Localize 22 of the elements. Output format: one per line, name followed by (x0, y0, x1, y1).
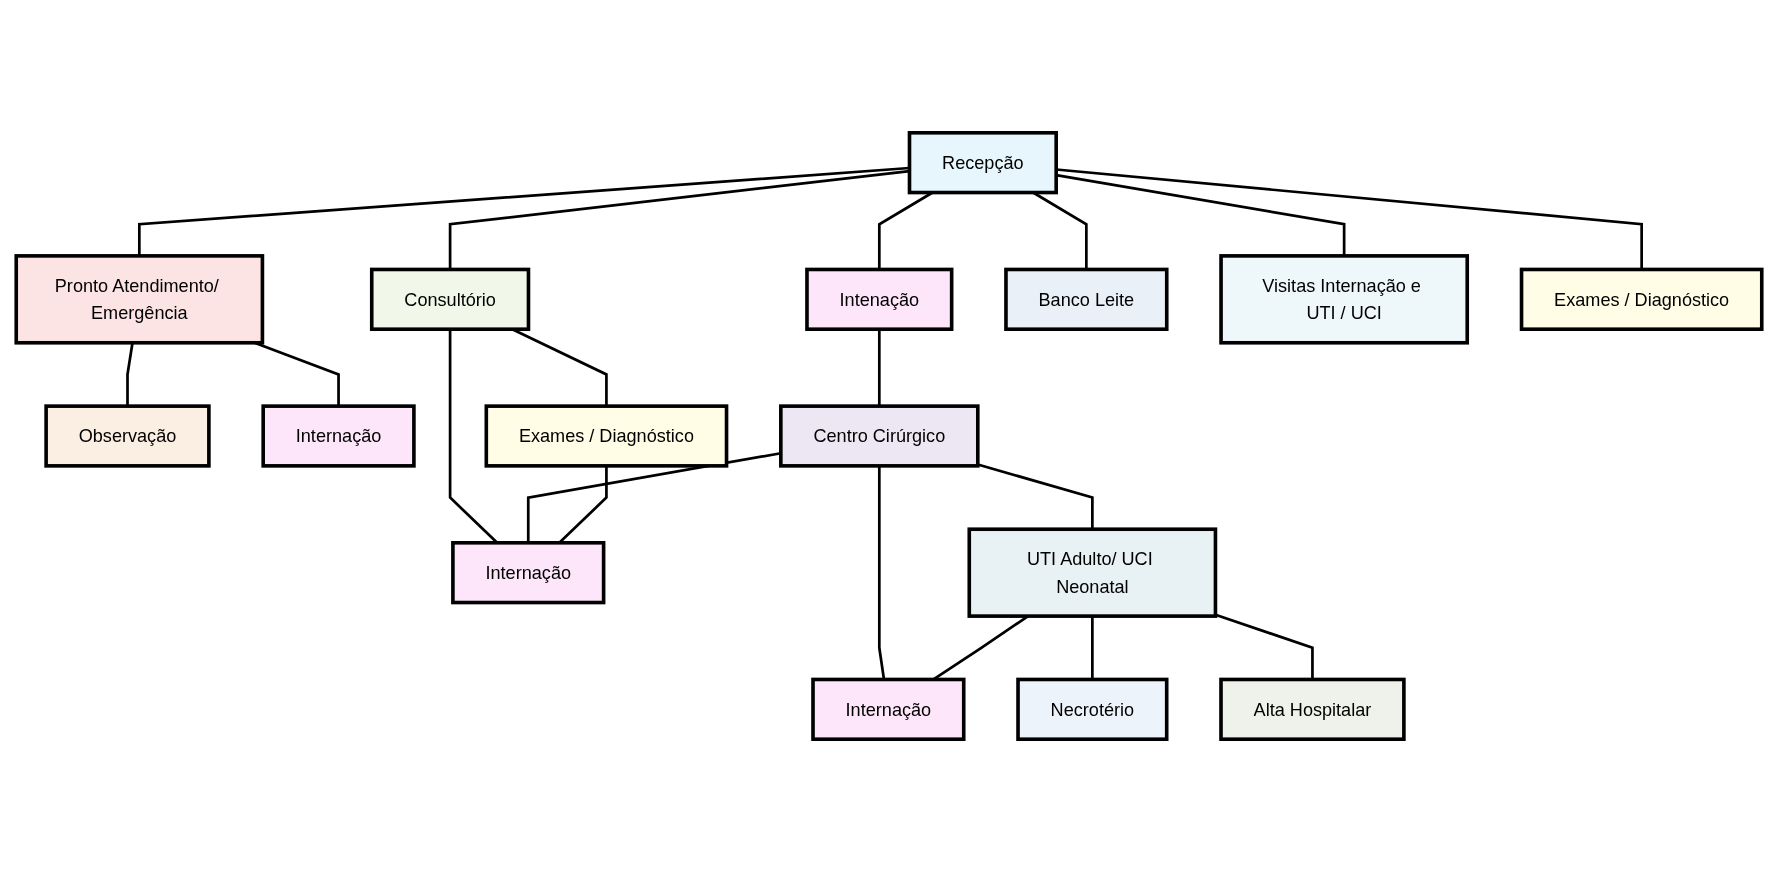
node-box: Centro Cirúrgico (779, 404, 980, 468)
node-box: Internação (811, 677, 966, 741)
node-box: UTI Adulto/ UCI Neonatal (967, 527, 1218, 618)
connector (1091, 616, 1094, 680)
node-box: Intenação (805, 267, 954, 331)
node-box: Internação (261, 404, 416, 468)
node-box: Banco Leite (1004, 267, 1169, 331)
node-box: Exames / Diagnóstico (1519, 267, 1764, 331)
node-box: Observação (44, 404, 211, 468)
node-box: Consultório (369, 267, 531, 331)
connector (877, 329, 881, 407)
connector (1215, 613, 1314, 680)
node-box: Internação (451, 541, 606, 605)
node-box: Alta Hospitalar (1219, 677, 1406, 741)
connector (126, 342, 134, 407)
connector (977, 463, 1094, 530)
connector (877, 465, 886, 680)
node-box: Exames / Diagnóstico (484, 404, 729, 468)
node-box: Visitas Internação e UTI / UCI (1219, 254, 1470, 345)
node-box: Recepção (907, 131, 1058, 195)
node-box: Necrotério (1016, 677, 1169, 741)
node-box: Pronto Atendimento/ Emergência (14, 254, 265, 345)
